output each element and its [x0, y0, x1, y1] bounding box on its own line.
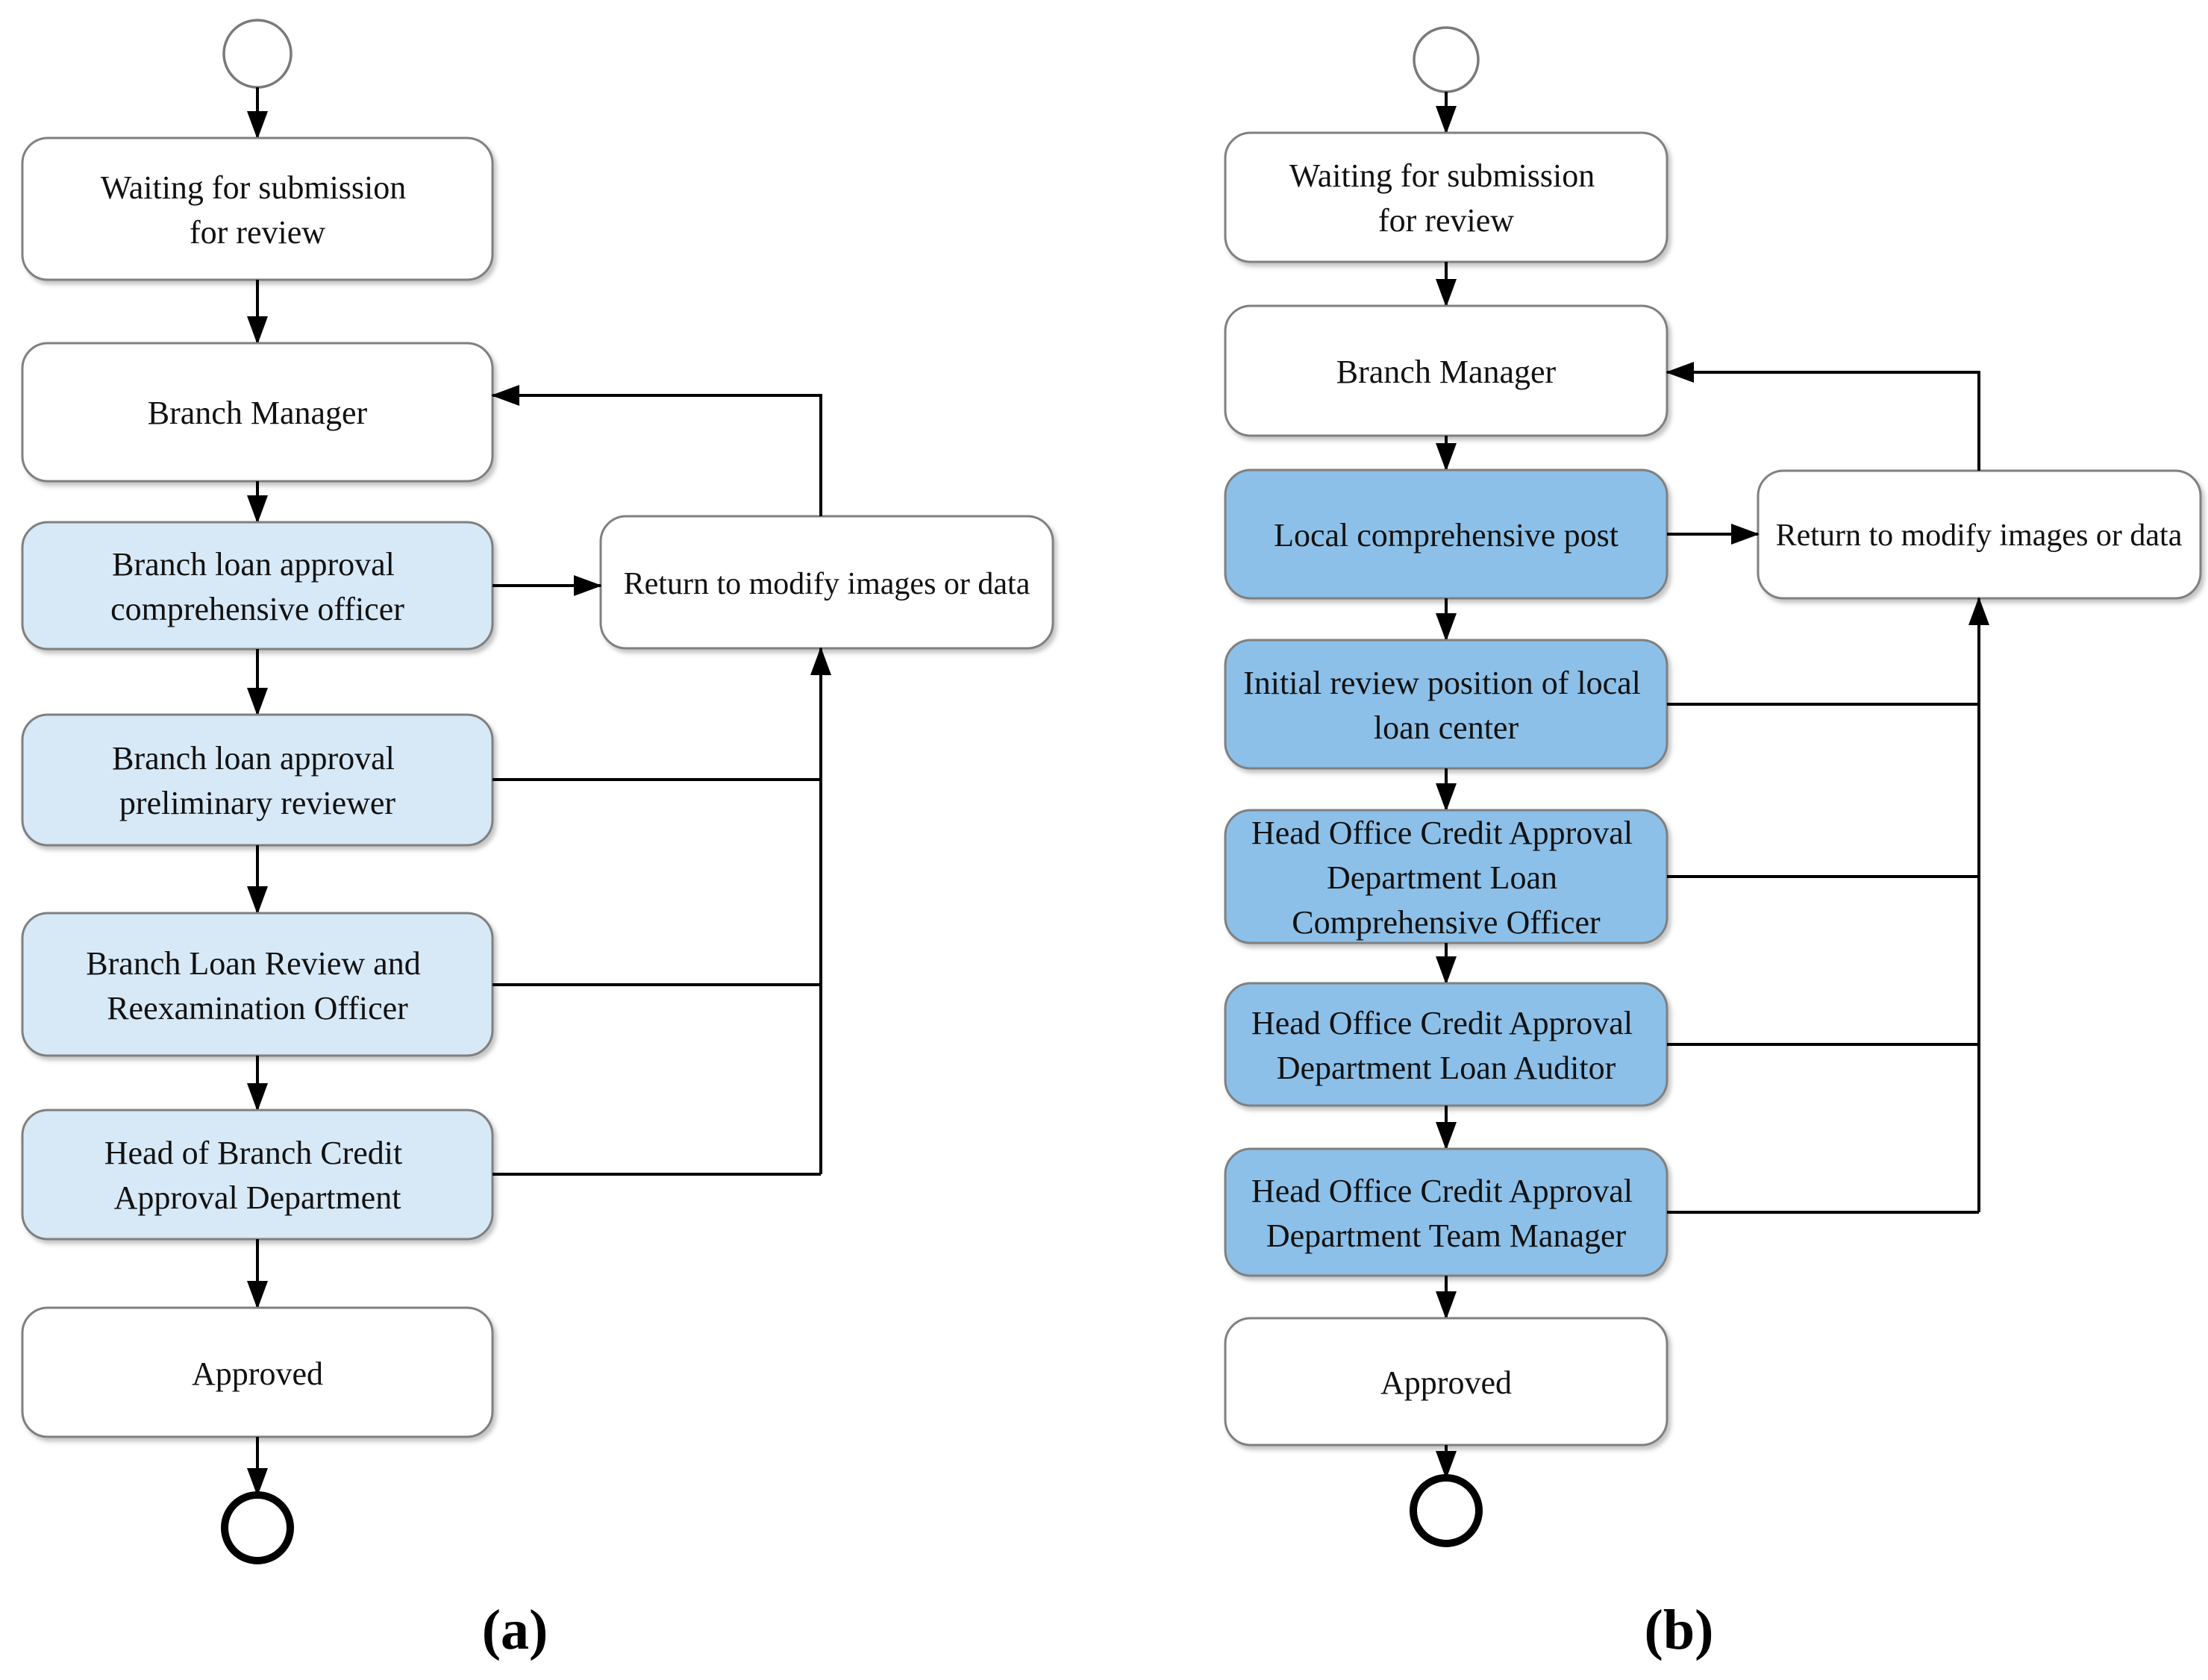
node-review-reexamination-a-label: Branch Loan Review and Reexamination Off… — [86, 945, 428, 1027]
node-team-manager-b-box — [1224, 1147, 1668, 1277]
node-head-branch-credit-a-box — [21, 1109, 494, 1241]
node-branch-manager-b-label-line-1: Branch Manager — [1336, 354, 1557, 390]
node-waiting-a: Waiting for submission for review — [21, 137, 494, 281]
node-team-manager-b-label-line-1: Head Office Credit Approval — [1251, 1173, 1633, 1209]
node-waiting-a-box — [21, 137, 494, 281]
node-waiting-b-box — [1224, 131, 1668, 263]
node-waiting-a-label-line-1: Waiting for submission — [101, 169, 407, 206]
node-head-branch-credit-a: Head of Branch Credit Approval Departmen… — [21, 1109, 494, 1241]
node-team-manager-b: Head Office Credit Approval Department T… — [1224, 1147, 1668, 1277]
node-loan-auditor-b-label-line-1: Head Office Credit Approval — [1251, 1005, 1633, 1041]
node-branch-manager-a-label-line-1: Branch Manager — [148, 395, 368, 431]
node-branch-manager-b: Branch Manager — [1224, 304, 1668, 437]
node-initial-review-b-box — [1224, 639, 1668, 770]
node-approved-a-label: Approved — [192, 1355, 323, 1392]
node-preliminary-reviewer-a-box — [21, 713, 494, 847]
node-review-reexamination-a-label-line-1: Branch Loan Review and — [86, 945, 420, 982]
node-return-modify-a-label: Return to modify images or data — [624, 567, 1030, 601]
node-waiting-b-label-line-1: Waiting for submission — [1289, 157, 1595, 194]
node-team-manager-b-label-line-2: Department Team Manager — [1266, 1217, 1627, 1254]
panel-b-caption: (b) — [1645, 1599, 1714, 1661]
edge-a-return-to-manager — [491, 385, 822, 516]
node-branch-manager-a: Branch Manager — [21, 342, 494, 483]
node-branch-manager-b-label: Branch Manager — [1336, 354, 1557, 390]
node-review-reexamination-a-box — [21, 912, 494, 1057]
node-head-branch-credit-a-label: Head of Branch Credit Approval Departmen… — [104, 1135, 411, 1216]
node-initial-review-b-label-line-1: Initial review position of local — [1243, 665, 1641, 701]
node-review-reexamination-a-label-line-2: Reexamination Officer — [107, 990, 408, 1027]
start-node-b — [1413, 26, 1480, 93]
node-approved-a: Approved — [21, 1306, 494, 1438]
node-local-comprehensive-post-b: Local comprehensive post — [1224, 468, 1668, 600]
node-approved-b: Approved — [1224, 1317, 1668, 1447]
node-preliminary-reviewer-a-label-line-2: preliminary reviewer — [119, 785, 396, 821]
node-head-branch-credit-a-label-line-2: Approval Department — [114, 1179, 401, 1216]
node-loan-comprehensive-officer-b-label-line-1: Head Office Credit Approval — [1251, 815, 1633, 851]
end-node-b — [1410, 1474, 1483, 1547]
node-comprehensive-officer-a: Branch loan approval comprehensive offic… — [21, 521, 494, 651]
node-loan-auditor-b-box — [1224, 982, 1668, 1107]
node-head-branch-credit-a-label-line-1: Head of Branch Credit — [104, 1135, 403, 1171]
node-loan-auditor-b-label-line-2: Department Loan Auditor — [1277, 1050, 1616, 1086]
node-review-reexamination-a: Branch Loan Review and Reexamination Off… — [21, 912, 494, 1057]
node-waiting-b: Waiting for submission for review — [1224, 131, 1668, 263]
node-loan-comprehensive-officer-b-label-line-3: Comprehensive Officer — [1292, 904, 1601, 941]
node-preliminary-reviewer-a-label-line-1: Branch loan approval — [112, 740, 395, 777]
node-comprehensive-officer-a-label-line-1: Branch loan approval — [112, 546, 395, 583]
node-preliminary-reviewer-a-label: Branch loan approval preliminary reviewe… — [112, 740, 403, 821]
edge-b-return-to-manager — [1666, 362, 1980, 471]
node-initial-review-b: Initial review position of local loan ce… — [1224, 639, 1668, 770]
node-local-comprehensive-post-b-label-line-1: Local comprehensive post — [1274, 517, 1619, 554]
node-comprehensive-officer-a-label-line-2: comprehensive officer — [110, 591, 404, 627]
node-preliminary-reviewer-a: Branch loan approval preliminary reviewe… — [21, 713, 494, 847]
node-return-modify-b-label-line-1: Return to modify images or data — [1776, 518, 2183, 553]
node-approved-b-label-line-1: Approved — [1380, 1364, 1512, 1401]
node-loan-auditor-b: Head Office Credit Approval Department L… — [1224, 982, 1668, 1107]
node-comprehensive-officer-a-box — [21, 521, 494, 651]
node-return-modify-b-label: Return to modify images or data — [1776, 518, 2183, 553]
node-loan-comprehensive-officer-b: Head Office Credit Approval Department L… — [1224, 809, 1668, 944]
node-branch-manager-a-label: Branch Manager — [148, 395, 368, 431]
node-return-modify-a: Return to modify images or data — [599, 515, 1054, 650]
panel-b: Waiting for submission for review Branch… — [1224, 26, 2202, 1661]
node-waiting-b-label-line-2: for review — [1378, 202, 1514, 239]
node-team-manager-b-label: Head Office Credit Approval Department T… — [1251, 1173, 1641, 1254]
node-waiting-a-label-line-2: for review — [190, 214, 325, 251]
panel-a: Waiting for submission for review Branch… — [21, 19, 1054, 1661]
node-loan-comprehensive-officer-b-label-line-2: Department Loan — [1327, 859, 1557, 896]
end-node-a — [221, 1491, 294, 1564]
start-node-a — [222, 19, 293, 89]
node-comprehensive-officer-a-label: Branch loan approval comprehensive offic… — [110, 546, 404, 627]
node-approved-b-label: Approved — [1380, 1364, 1512, 1401]
node-loan-auditor-b-label: Head Office Credit Approval Department L… — [1251, 1005, 1641, 1086]
node-waiting-b-label: Waiting for submission for review — [1289, 157, 1604, 239]
node-return-modify-b: Return to modify images or data — [1757, 469, 2202, 600]
node-loan-comprehensive-officer-b-label: Head Office Credit Approval Department L… — [1251, 815, 1641, 941]
node-initial-review-b-label-line-2: loan center — [1374, 709, 1519, 746]
panel-a-caption: (a) — [482, 1599, 548, 1661]
node-initial-review-b-label: Initial review position of local loan ce… — [1243, 665, 1649, 746]
node-approved-a-label-line-1: Approved — [192, 1355, 323, 1392]
node-local-comprehensive-post-b-label: Local comprehensive post — [1274, 517, 1619, 554]
node-return-modify-a-label-line-1: Return to modify images or data — [624, 567, 1030, 601]
node-waiting-a-label: Waiting for submission for review — [101, 169, 415, 251]
